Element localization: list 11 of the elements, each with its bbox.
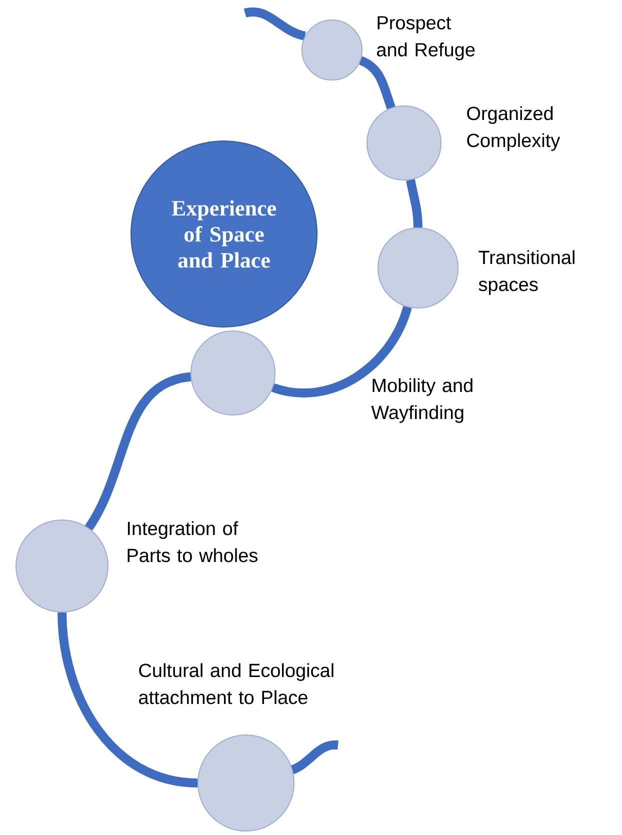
curved-band [84, 372, 192, 530]
circle-label: Transitional spaces [478, 250, 574, 295]
step-label: Mobility and Wayfinding [371, 378, 472, 423]
circle-label: Prospect and Refuge [377, 16, 475, 60]
circle-label: Cultural and Ecological attachment to Place [139, 663, 334, 704]
circle-label: Integration of Parts to wholes [128, 521, 258, 562]
curved-band [58, 612, 198, 788]
circle-label: Organized Complexity [467, 106, 560, 151]
circle [190, 330, 276, 416]
curved-band [406, 179, 422, 228]
curved-band [272, 306, 412, 398]
